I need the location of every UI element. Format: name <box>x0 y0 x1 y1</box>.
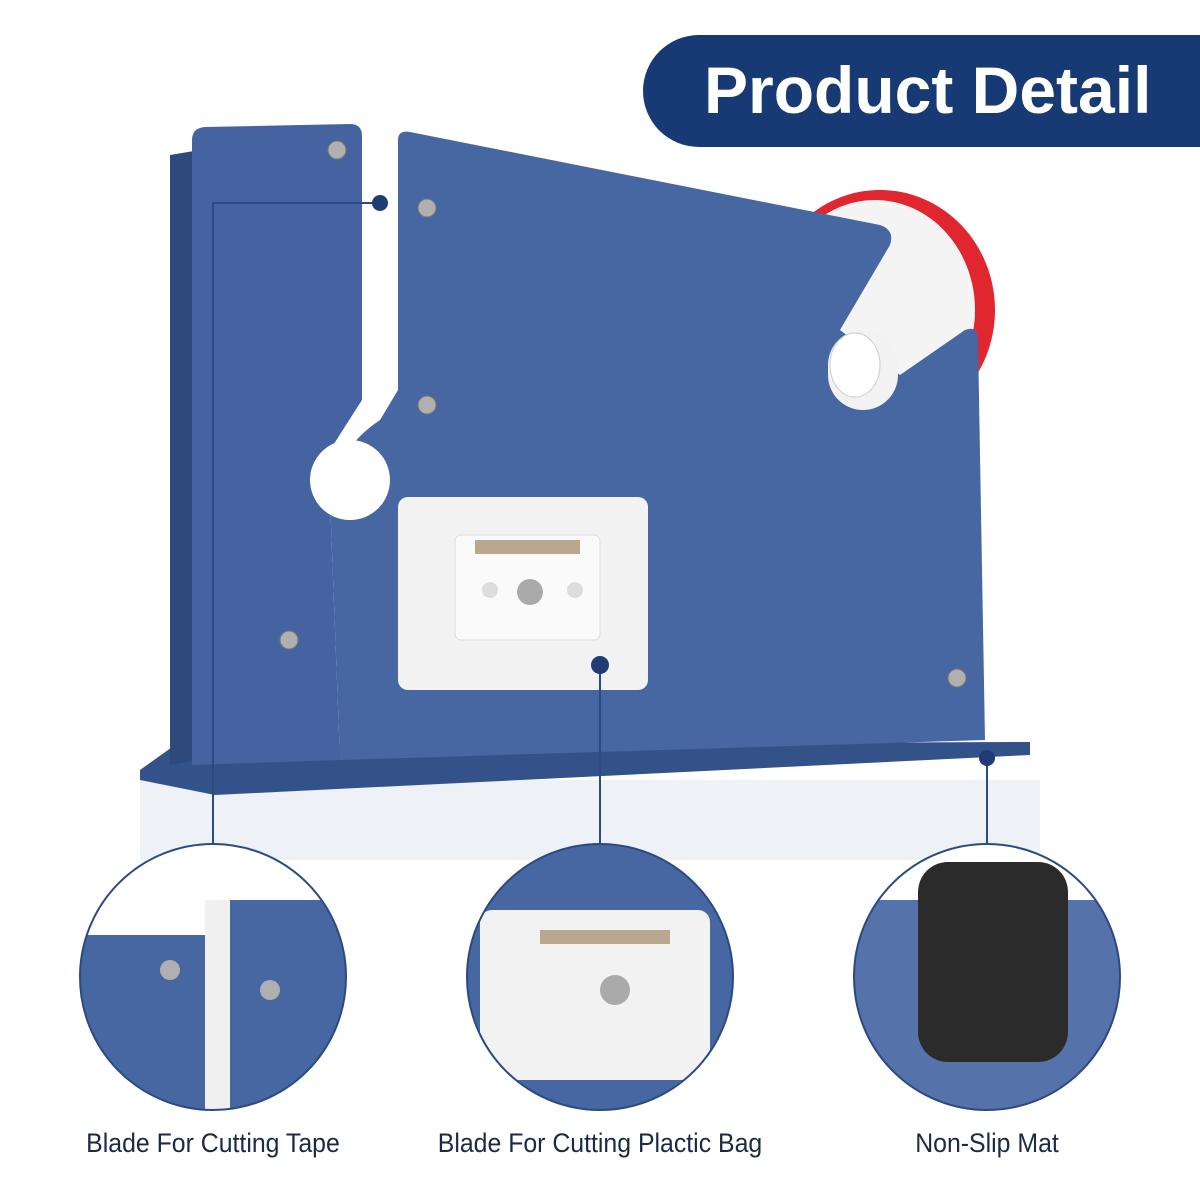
detail-label-non-slip-mat: Non-Slip Mat <box>915 1128 1059 1158</box>
detail-label-bag-blade: Blade For Cutting Plactic Bag <box>437 1128 763 1158</box>
detail-label-tape-blade: Blade For Cutting Tape <box>86 1128 340 1158</box>
header-banner <box>643 35 1200 147</box>
screw-icon <box>517 579 543 605</box>
page-title: Product Detail <box>704 53 1152 127</box>
bag-blade-closeup <box>467 844 733 1110</box>
screws <box>279 140 967 688</box>
bag-cutter-block <box>398 497 648 690</box>
left-panel <box>192 124 362 765</box>
non-slip-mat-closeup <box>854 844 1120 1110</box>
